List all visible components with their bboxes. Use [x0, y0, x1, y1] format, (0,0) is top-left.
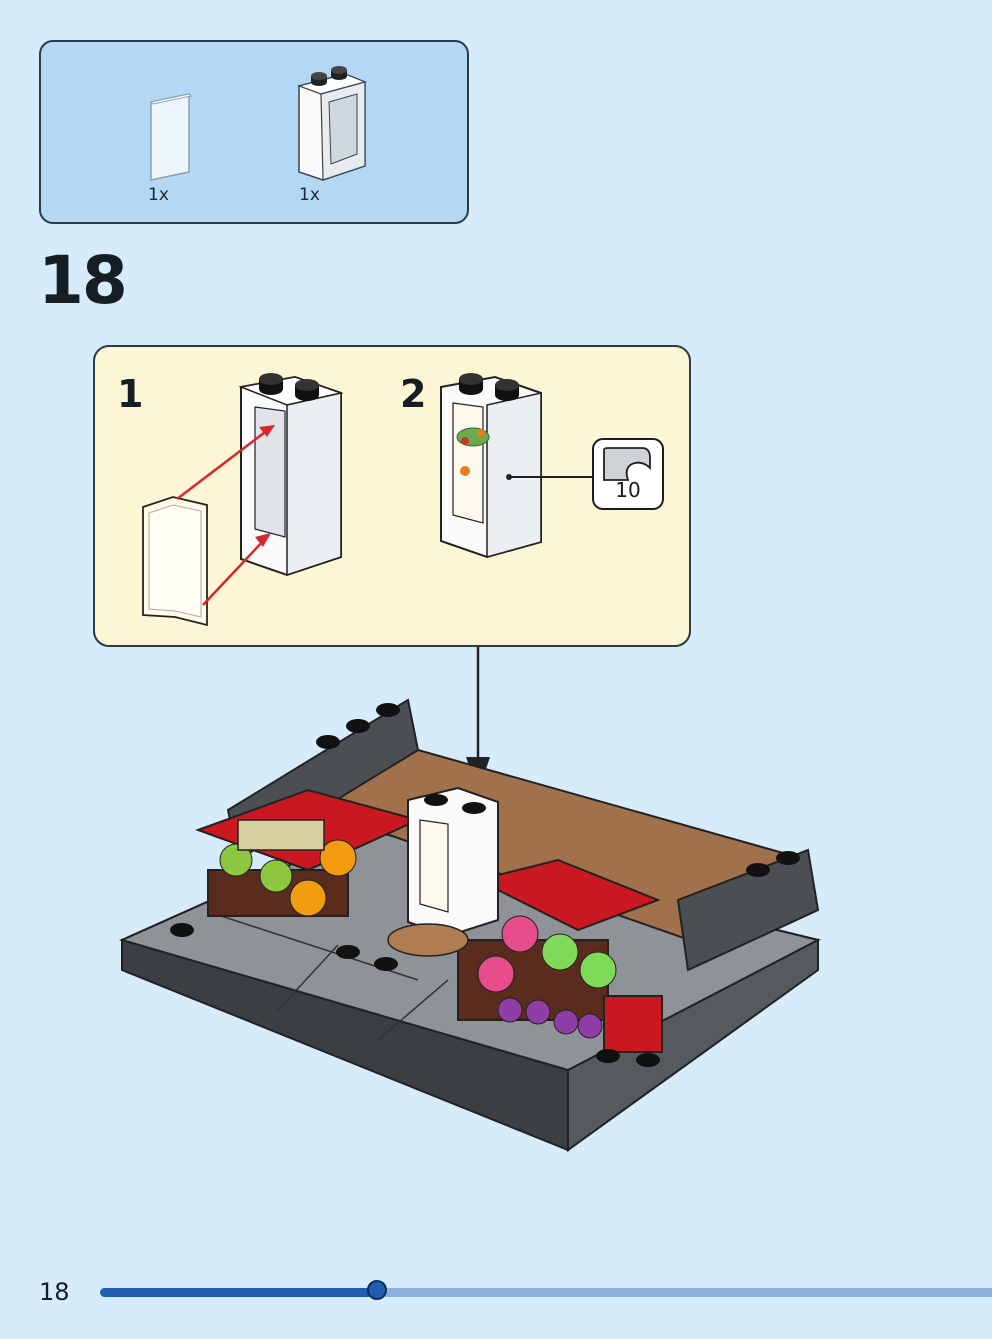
page-number: 18	[39, 1278, 70, 1306]
parts-list-box: 1x 1x	[39, 40, 469, 224]
substep-1-illustration	[135, 367, 355, 632]
glass-pane-part	[141, 90, 201, 190]
progress-knob[interactable]	[367, 1280, 387, 1300]
sticker-number: 10	[594, 478, 662, 502]
step-number: 18	[38, 248, 126, 314]
peel-sticker-icon	[602, 446, 654, 482]
progress-bar	[100, 1288, 992, 1297]
window-frame-part	[293, 62, 373, 187]
progress-fill	[100, 1288, 377, 1297]
assembly-arrow-bottom	[203, 539, 265, 605]
sticker-connector	[505, 467, 595, 487]
glass-pane-quantity: 1x	[148, 185, 169, 205]
substep-2-number: 2	[400, 375, 426, 413]
sticker-reference: 10	[592, 438, 664, 510]
model-illustration	[118, 690, 822, 1160]
window-frame-quantity: 1x	[299, 185, 320, 205]
